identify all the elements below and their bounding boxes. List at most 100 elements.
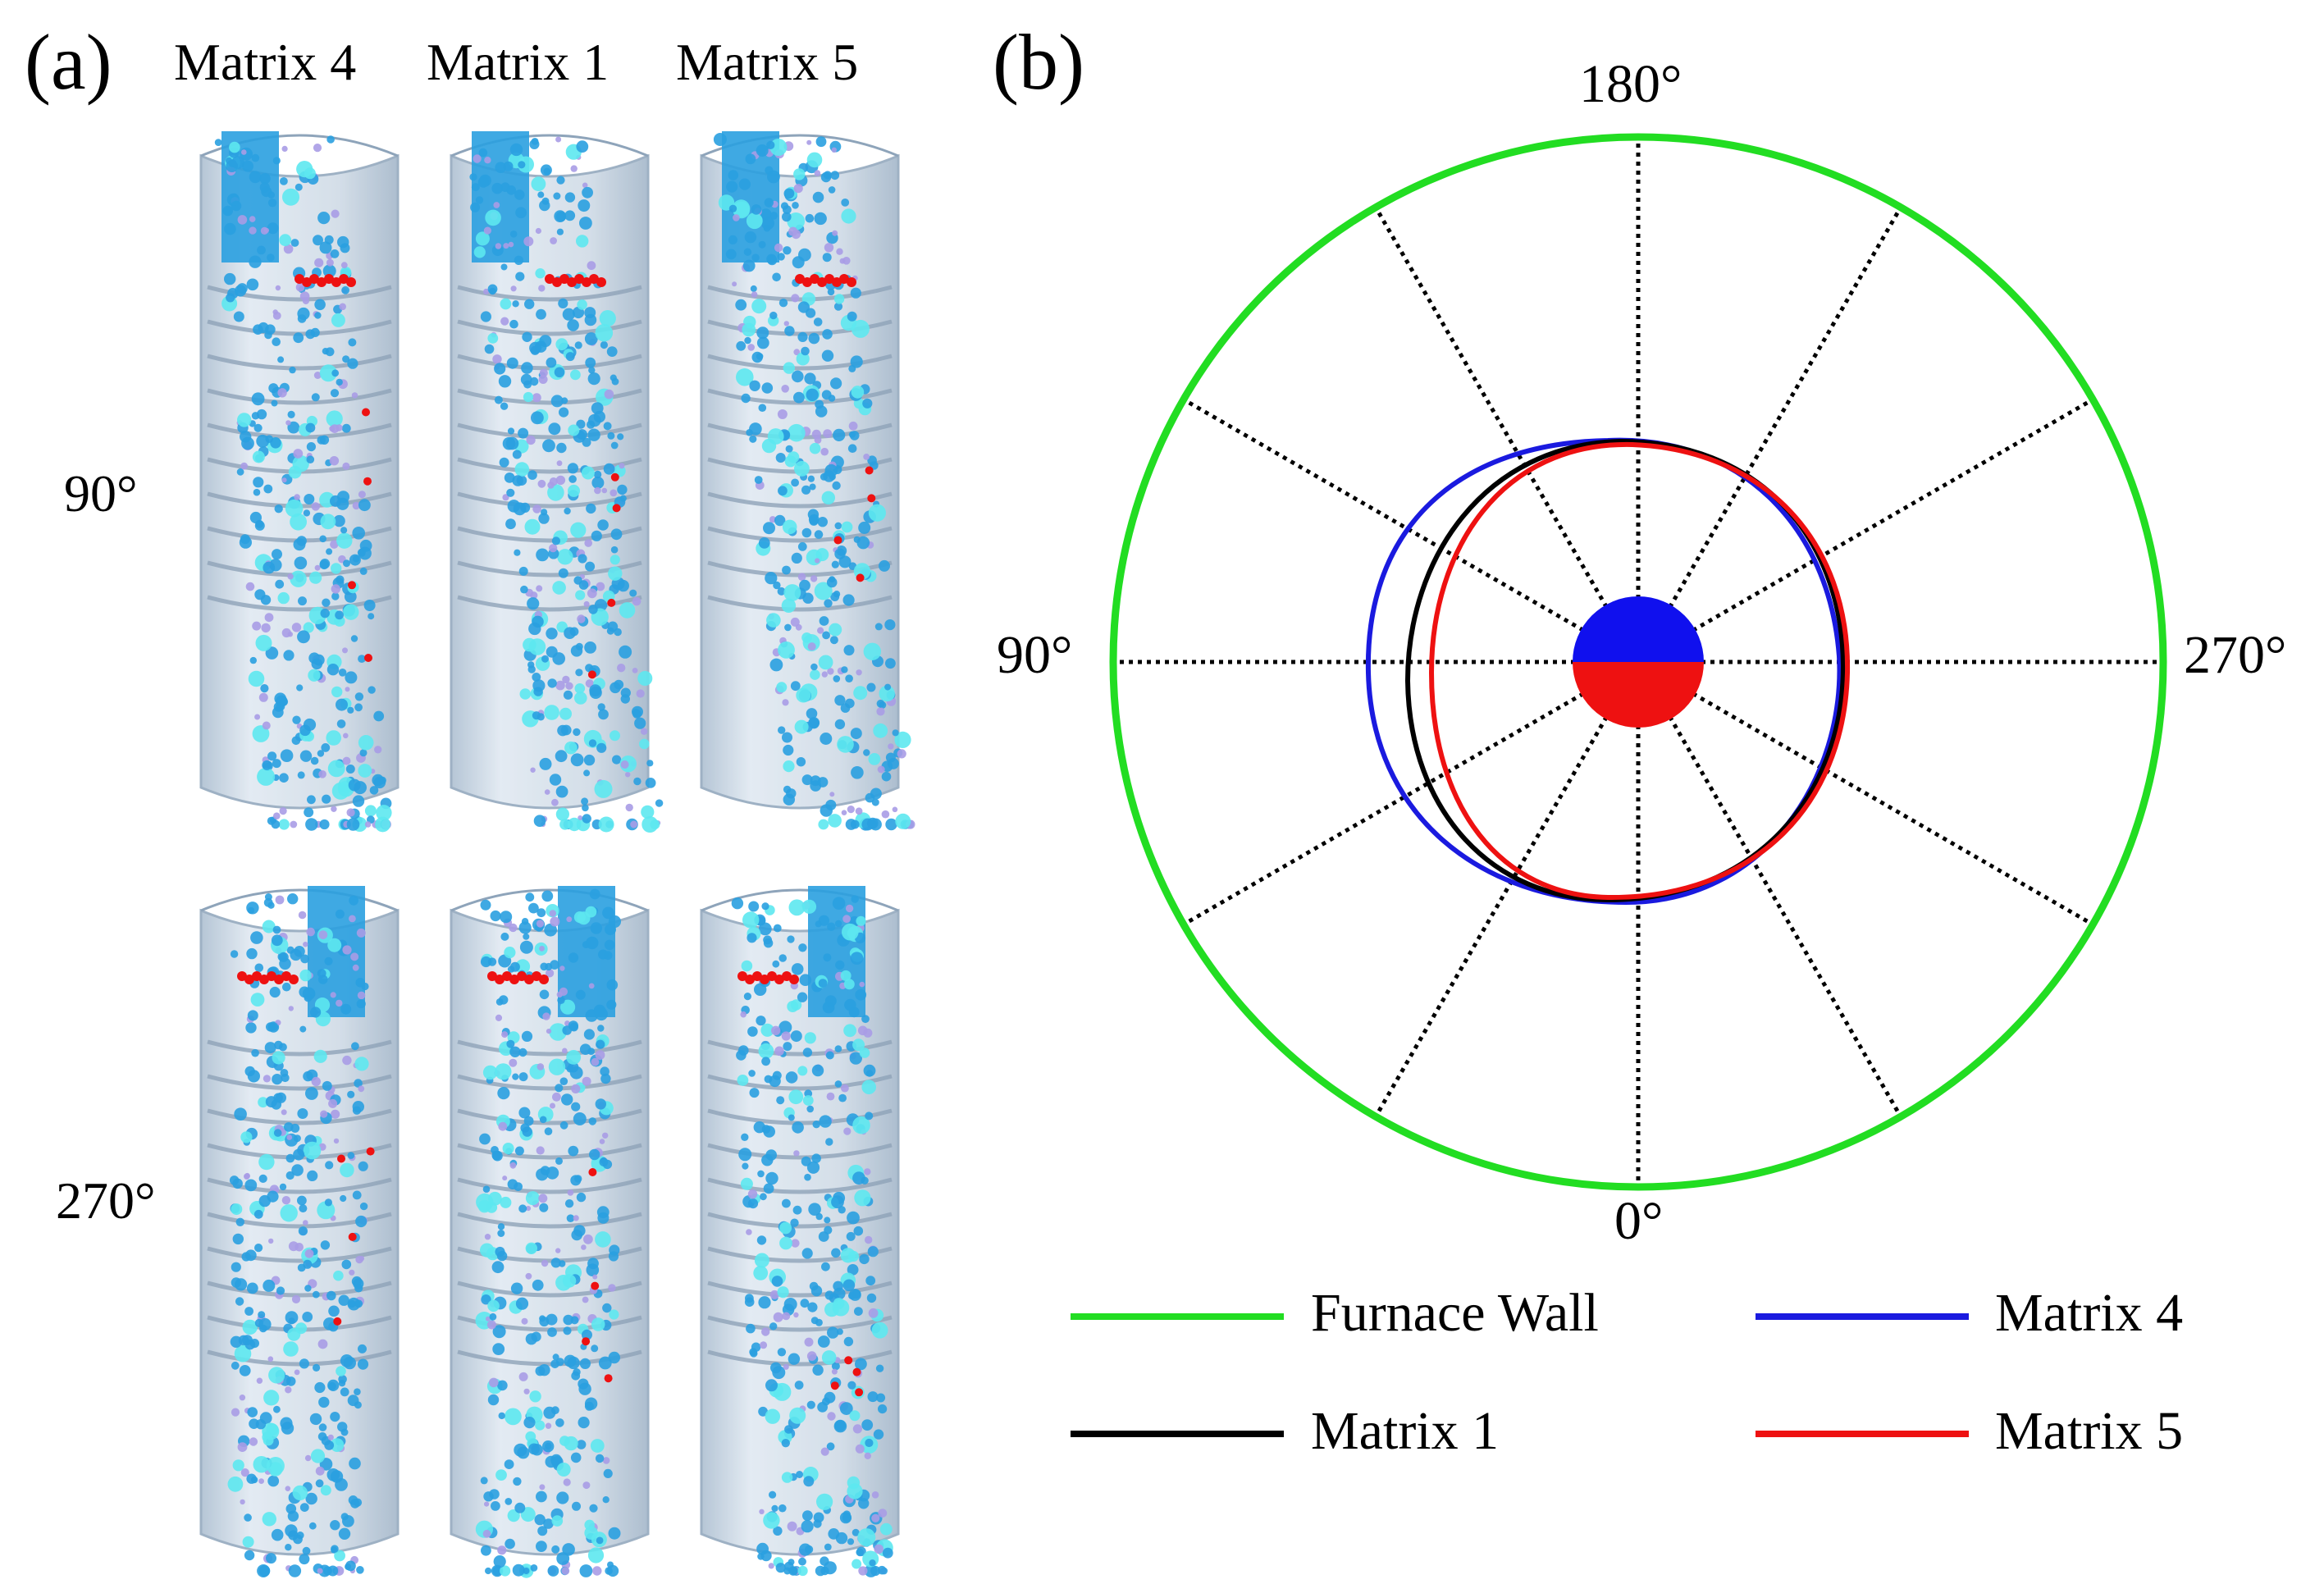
particle [852,1424,862,1434]
particle [811,1064,824,1077]
particle [330,992,336,998]
tracer-particle [337,1154,345,1163]
particle [563,1326,572,1335]
particle [888,743,894,750]
particle [821,671,828,678]
particle [871,1513,880,1522]
tracer-particle [487,971,497,981]
particle [607,1564,619,1577]
particle [272,925,281,934]
particle [492,354,502,364]
particle [352,555,360,563]
particle [758,1296,771,1309]
particle [575,590,586,600]
particle [336,424,343,431]
particle [559,407,569,418]
particle [570,522,587,538]
particle [315,1466,325,1476]
particle [359,749,368,757]
tracer-particle [844,1356,853,1365]
particle [756,1235,767,1245]
particle [847,806,855,814]
particle [808,1203,821,1216]
particle [773,581,781,590]
particle [331,1109,340,1119]
spiral-baffle [457,1280,642,1298]
rendering-matrix-1-270 [450,886,650,1578]
particle [318,1423,327,1431]
particle [294,1369,300,1376]
particle [527,597,540,610]
particle [273,1129,282,1137]
particle [500,298,512,310]
particle [842,1510,851,1518]
particle [567,817,582,832]
tracer-particle [517,971,527,981]
particle [339,303,347,311]
particle [231,1408,240,1417]
particle [787,1521,797,1532]
particle [514,1182,523,1191]
particle [299,1554,310,1565]
particle [311,393,320,402]
particle [242,160,253,172]
particle [774,514,786,527]
particle [873,1429,884,1440]
particle [477,176,489,188]
particle [550,395,564,408]
particle [855,807,863,815]
particle [546,1029,552,1034]
particle [340,1194,347,1203]
particle [259,173,271,185]
particle [514,255,524,265]
particle [557,996,565,1005]
particle [839,258,846,264]
particle [299,969,312,982]
spiral-baffle [207,1108,392,1125]
particle [797,1066,808,1076]
particle [248,670,265,687]
particle [249,1437,258,1446]
particle [497,1230,505,1237]
spiral-baffle [457,457,642,474]
particle [551,798,559,806]
particle [851,766,864,779]
particle [572,1501,581,1511]
particle [313,1363,321,1372]
particle [509,143,523,157]
particle [851,319,870,338]
particle [746,212,763,230]
particle [583,754,596,766]
particle [547,1327,557,1337]
particle [852,1116,870,1134]
particle [262,1512,276,1527]
particle [269,986,281,998]
particle [535,268,546,279]
particle [271,399,278,407]
particle [788,423,806,442]
particle [341,1259,352,1270]
particle [530,767,536,773]
particle [287,893,299,905]
particle [549,910,556,917]
particle [790,617,800,627]
particle [537,479,546,488]
particle [772,960,780,968]
particle [532,679,546,692]
particle [834,548,846,559]
particle [885,752,896,763]
particle [530,591,538,600]
particle [790,681,801,692]
particle [495,243,502,249]
particle [602,1132,609,1139]
particle [588,739,597,747]
spiral-baffle [457,1039,642,1057]
particle [308,669,321,682]
particle [228,159,237,168]
particle [803,1476,815,1487]
particle [508,241,514,248]
particle [570,369,581,381]
particle [641,805,655,819]
tracer-particle [348,1232,357,1241]
particle [748,901,760,912]
